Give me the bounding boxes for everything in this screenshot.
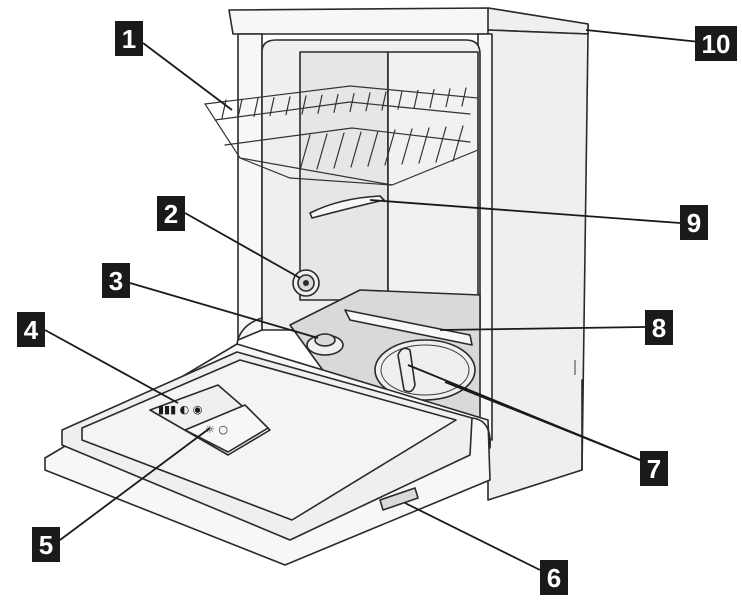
callout-2: 2 — [157, 196, 185, 231]
callout-9: 9 — [680, 205, 708, 240]
salt-cap-top — [314, 333, 336, 347]
rack-tine — [401, 128, 413, 165]
dispenser-symbols-row1: ▮▮▮ ◐ ◉ — [158, 403, 202, 416]
dispenser-symbols-row2: ☼ ○ — [205, 423, 228, 436]
leader-6 — [404, 502, 541, 571]
callout-5: 5 — [32, 527, 60, 562]
rack-tine — [418, 127, 430, 164]
rack-tine — [285, 96, 291, 116]
rack-tine — [461, 87, 467, 107]
salt-container — [306, 333, 344, 356]
dispenser-lid — [184, 404, 269, 453]
callout-label: 6 — [547, 563, 561, 593]
upper-spray-arm — [309, 195, 385, 219]
rack-tine — [317, 94, 323, 114]
callout-label: 2 — [164, 199, 178, 229]
leader-7b — [444, 381, 641, 461]
rack-tine — [350, 131, 362, 168]
rack-tine — [221, 99, 227, 119]
coarse-filter-handle — [397, 347, 416, 393]
rack-tine — [413, 89, 419, 109]
callout-label: 7 — [647, 454, 661, 484]
leader-4 — [44, 329, 179, 404]
rack-tine — [384, 129, 396, 166]
rack-tine — [365, 92, 371, 112]
rack-tine — [367, 130, 379, 167]
rack-tine — [397, 90, 403, 110]
rack-tine — [237, 98, 243, 118]
door — [44, 317, 491, 566]
micro-filter — [374, 339, 476, 401]
upper-rack-rail — [224, 127, 471, 146]
callout-8: 8 — [645, 310, 673, 345]
filter-assembly — [374, 339, 476, 401]
rack-tine — [269, 97, 275, 117]
rack-tine — [429, 89, 435, 109]
callout-3: 3 — [102, 263, 130, 298]
leader-1 — [142, 42, 233, 111]
upper-rack — [203, 85, 479, 186]
rating-plate — [379, 487, 419, 511]
leader-10 — [585, 29, 701, 43]
leader-5 — [59, 427, 211, 541]
rack-tine — [299, 134, 311, 171]
callout-label: 4 — [24, 315, 39, 345]
micro-filter-mesh — [380, 344, 470, 396]
rack-tine — [301, 95, 307, 115]
rack-tine — [381, 91, 387, 111]
rack-tine — [435, 126, 447, 163]
callout-label: 10 — [702, 29, 731, 59]
cabinet-body — [228, 7, 589, 501]
leader-9 — [369, 199, 681, 224]
rack-tine — [445, 88, 451, 108]
leader-8 — [439, 326, 646, 331]
callout-label: 8 — [652, 313, 666, 343]
front-frame-left — [237, 33, 263, 341]
callout-1: 1 — [115, 21, 143, 56]
upper-rack-tines — [221, 87, 467, 171]
leader-2 — [184, 212, 301, 279]
callout-10: 10 — [695, 26, 737, 61]
upper-rack-bottom — [239, 157, 393, 186]
callout-label: 1 — [122, 24, 136, 54]
dial-center — [303, 280, 309, 286]
leader-lines — [44, 29, 701, 571]
callout-7: 7 — [640, 451, 668, 486]
upper-rack-rail — [214, 101, 471, 121]
callout-4: 4 — [17, 312, 45, 347]
rack-tine — [333, 93, 339, 113]
callout-label: 3 — [109, 266, 123, 296]
door-hinge-left — [236, 317, 263, 345]
rinse-aid-dial — [292, 269, 320, 297]
door-hinge — [471, 417, 491, 449]
rack-tine — [253, 97, 259, 117]
rack-tine — [316, 133, 328, 170]
callout-6: 6 — [540, 560, 568, 595]
lower-spray-arm — [344, 309, 473, 346]
rack-tine — [333, 132, 345, 169]
leader-3 — [129, 282, 319, 339]
rack-tine — [452, 125, 464, 162]
tub-right-wall — [387, 51, 479, 306]
cabinet-side-wall — [487, 29, 589, 501]
callout-label: 5 — [39, 530, 53, 560]
rack-tine — [349, 93, 355, 113]
callout-label: 9 — [687, 208, 701, 238]
